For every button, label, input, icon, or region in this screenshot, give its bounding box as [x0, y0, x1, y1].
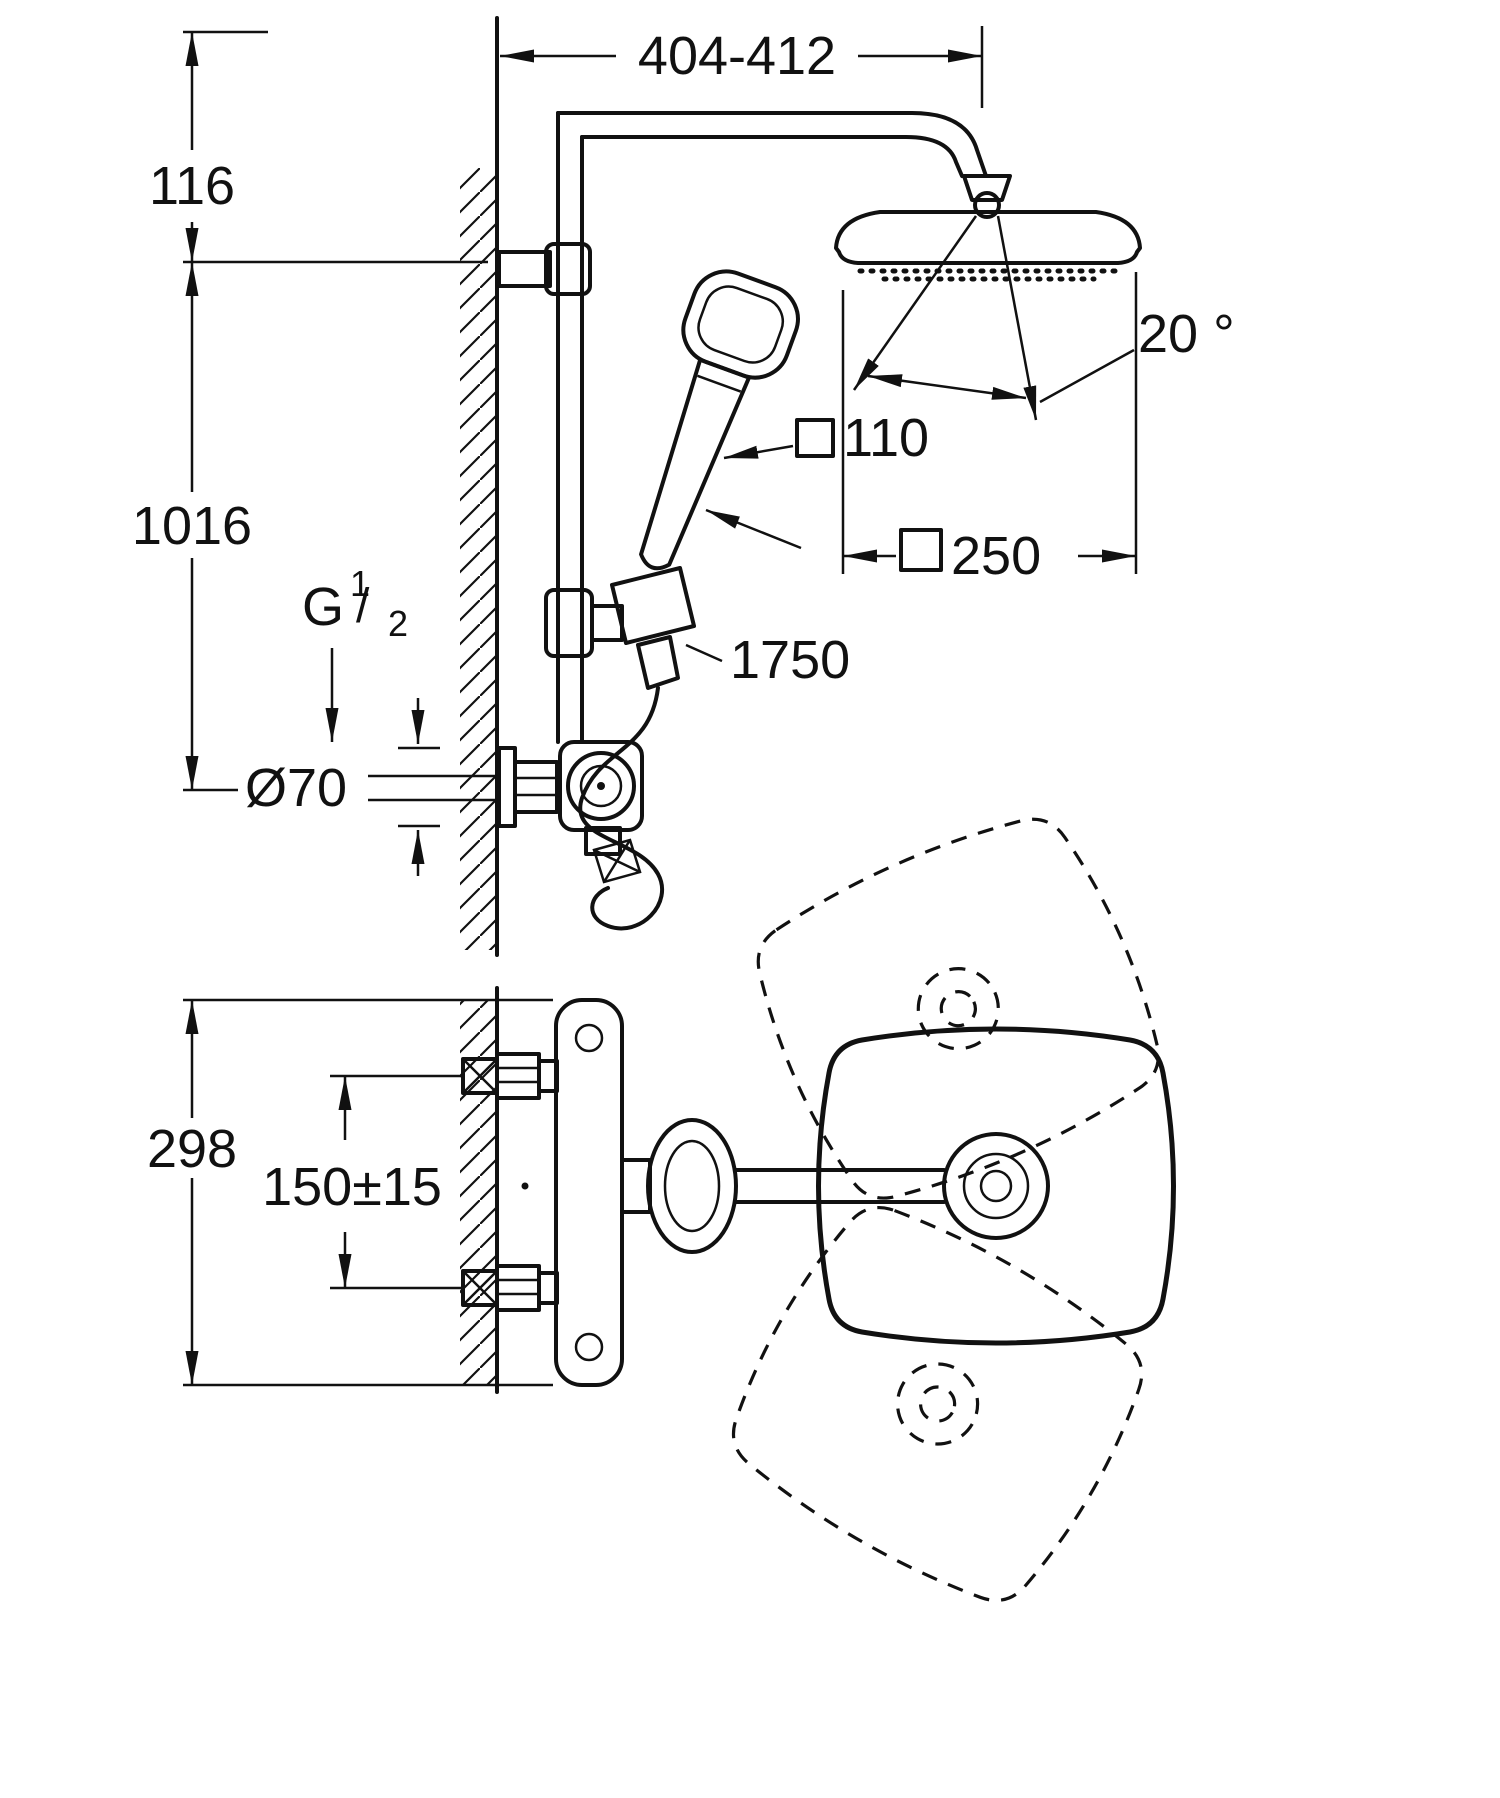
supply-hex-nut [513, 760, 559, 814]
escutcheon [497, 746, 517, 828]
wall-hatching [460, 168, 497, 950]
head-square-solid [819, 1029, 1174, 1343]
annotation-hose-length: 1750 [685, 630, 850, 690]
shower-rail [497, 111, 592, 744]
thread-denominator: 2 [388, 603, 408, 644]
head-square-dashed [730, 791, 1186, 1226]
supply-connections [461, 1052, 559, 1312]
valve-knob [566, 751, 636, 821]
dimension-escutcheon: Ø70 [245, 698, 497, 876]
mixer-valve [497, 740, 644, 856]
rail-slider [544, 588, 594, 658]
thread-slash: / [356, 580, 370, 633]
shower-arm [556, 111, 988, 178]
hand-shower-ring [697, 374, 742, 393]
dim-label-hand-shower-face: 110 [843, 408, 929, 468]
valve-knob-center [597, 782, 605, 790]
dim-label-connection-spacing: 150±15 [262, 1157, 442, 1217]
dim-label-swivel-angle: 20 ° [1138, 304, 1235, 364]
union-stub-bottom [537, 1271, 559, 1305]
holder-cup [610, 566, 696, 645]
ball-joint-dashed-inner [918, 1385, 957, 1423]
swivel-double-arrow [867, 374, 1027, 400]
dimension-head-shower-face: 250 [841, 272, 1138, 586]
annotation-thread: G 1 / 2 [302, 563, 408, 742]
elbow-cross-2 [462, 1058, 498, 1094]
rail-clamp [544, 242, 592, 296]
hose-outlet [636, 635, 680, 690]
dim-label-arm-reach: 404-412 [638, 26, 836, 86]
wall-bracket [497, 250, 552, 288]
dim-label-head-shower-face: 250 [951, 526, 1041, 586]
valve-knob-inner [579, 764, 623, 808]
ball-joint [973, 191, 1001, 219]
hand-shower-handle [639, 357, 752, 571]
hose-connector-hatch-2 [602, 839, 632, 883]
ball-joint-outer [942, 1132, 1050, 1240]
ball-joint-mid [962, 1152, 1030, 1220]
holder-knob-inner [663, 1139, 721, 1233]
hand-shower [639, 269, 800, 571]
centerline-dot [521, 1182, 529, 1190]
plan-arm [521, 1118, 946, 1254]
square-symbol-icon [899, 528, 943, 572]
shower-arm-outer [556, 111, 988, 178]
head-shower-swivel-down [703, 1177, 1172, 1631]
dim-label-hose-length: 1750 [730, 630, 850, 690]
annotation-swivel-angle: 20 ° [852, 215, 1235, 421]
shower-hose [578, 686, 665, 931]
leader-to-head [723, 444, 794, 460]
square-symbol-icon [795, 418, 835, 458]
shower-arm-inner [580, 135, 964, 178]
ball-joint-dashed-outer [916, 967, 1000, 1051]
elbow-cross-4 [462, 1270, 498, 1306]
angle-leader-line [1039, 348, 1135, 404]
dim-label-plan-depth: 298 [147, 1119, 237, 1179]
thread-letter: G [302, 577, 344, 637]
dimension-offset-top: 116 [149, 30, 488, 264]
elevation-view: 404-412 116 1016 20 ° 110 [132, 16, 1235, 957]
dim-label-offset-top: 116 [149, 156, 235, 216]
hand-shower-face [697, 285, 785, 364]
dimension-plan-depth: 298 [147, 998, 553, 1387]
screw-top [574, 1023, 604, 1053]
hand-shower-holder [544, 566, 696, 690]
body-plate [554, 998, 624, 1387]
dimension-arm-reach: 404-412 [500, 26, 984, 108]
thread-numerator: 1 [350, 563, 370, 604]
hose-leader-line [685, 643, 723, 663]
hand-shower-head [681, 269, 800, 380]
head-shower-swivel-up [730, 791, 1186, 1226]
ball-joint-nut [962, 174, 1012, 202]
head-shower [834, 174, 1142, 282]
dimension-rail-height: 1016 [132, 262, 252, 792]
arm-connector [620, 1158, 652, 1214]
annotation-hand-shower-face: 110 [705, 408, 929, 550]
swivel-cone-left [852, 215, 978, 391]
leader-to-handle [705, 508, 802, 550]
diverter-body [584, 826, 622, 856]
holder-knob-outer [646, 1118, 738, 1254]
ball-joint-inner [979, 1169, 1013, 1203]
head-shower-plan [819, 1029, 1174, 1343]
dimension-connection-spacing: 150±15 [262, 1074, 463, 1290]
mounting-body [554, 998, 624, 1387]
ball-joint-dashed-inner [939, 990, 977, 1028]
head-square-dashed [703, 1177, 1172, 1631]
plan-view: 298 150±15 [147, 791, 1186, 1631]
union-nut-bottom [495, 1264, 541, 1312]
head-shower-profile [834, 210, 1142, 265]
swivel-cone-right [996, 215, 1038, 421]
dim-label-escutcheon: Ø70 [245, 758, 347, 818]
dim-label-rail-height: 1016 [132, 496, 252, 556]
screw-bottom [574, 1332, 604, 1362]
union-nut-top [495, 1052, 541, 1100]
union-stub-top [537, 1059, 559, 1093]
ball-joint-dashed-outer [895, 1362, 980, 1446]
hose-curve [578, 686, 665, 931]
